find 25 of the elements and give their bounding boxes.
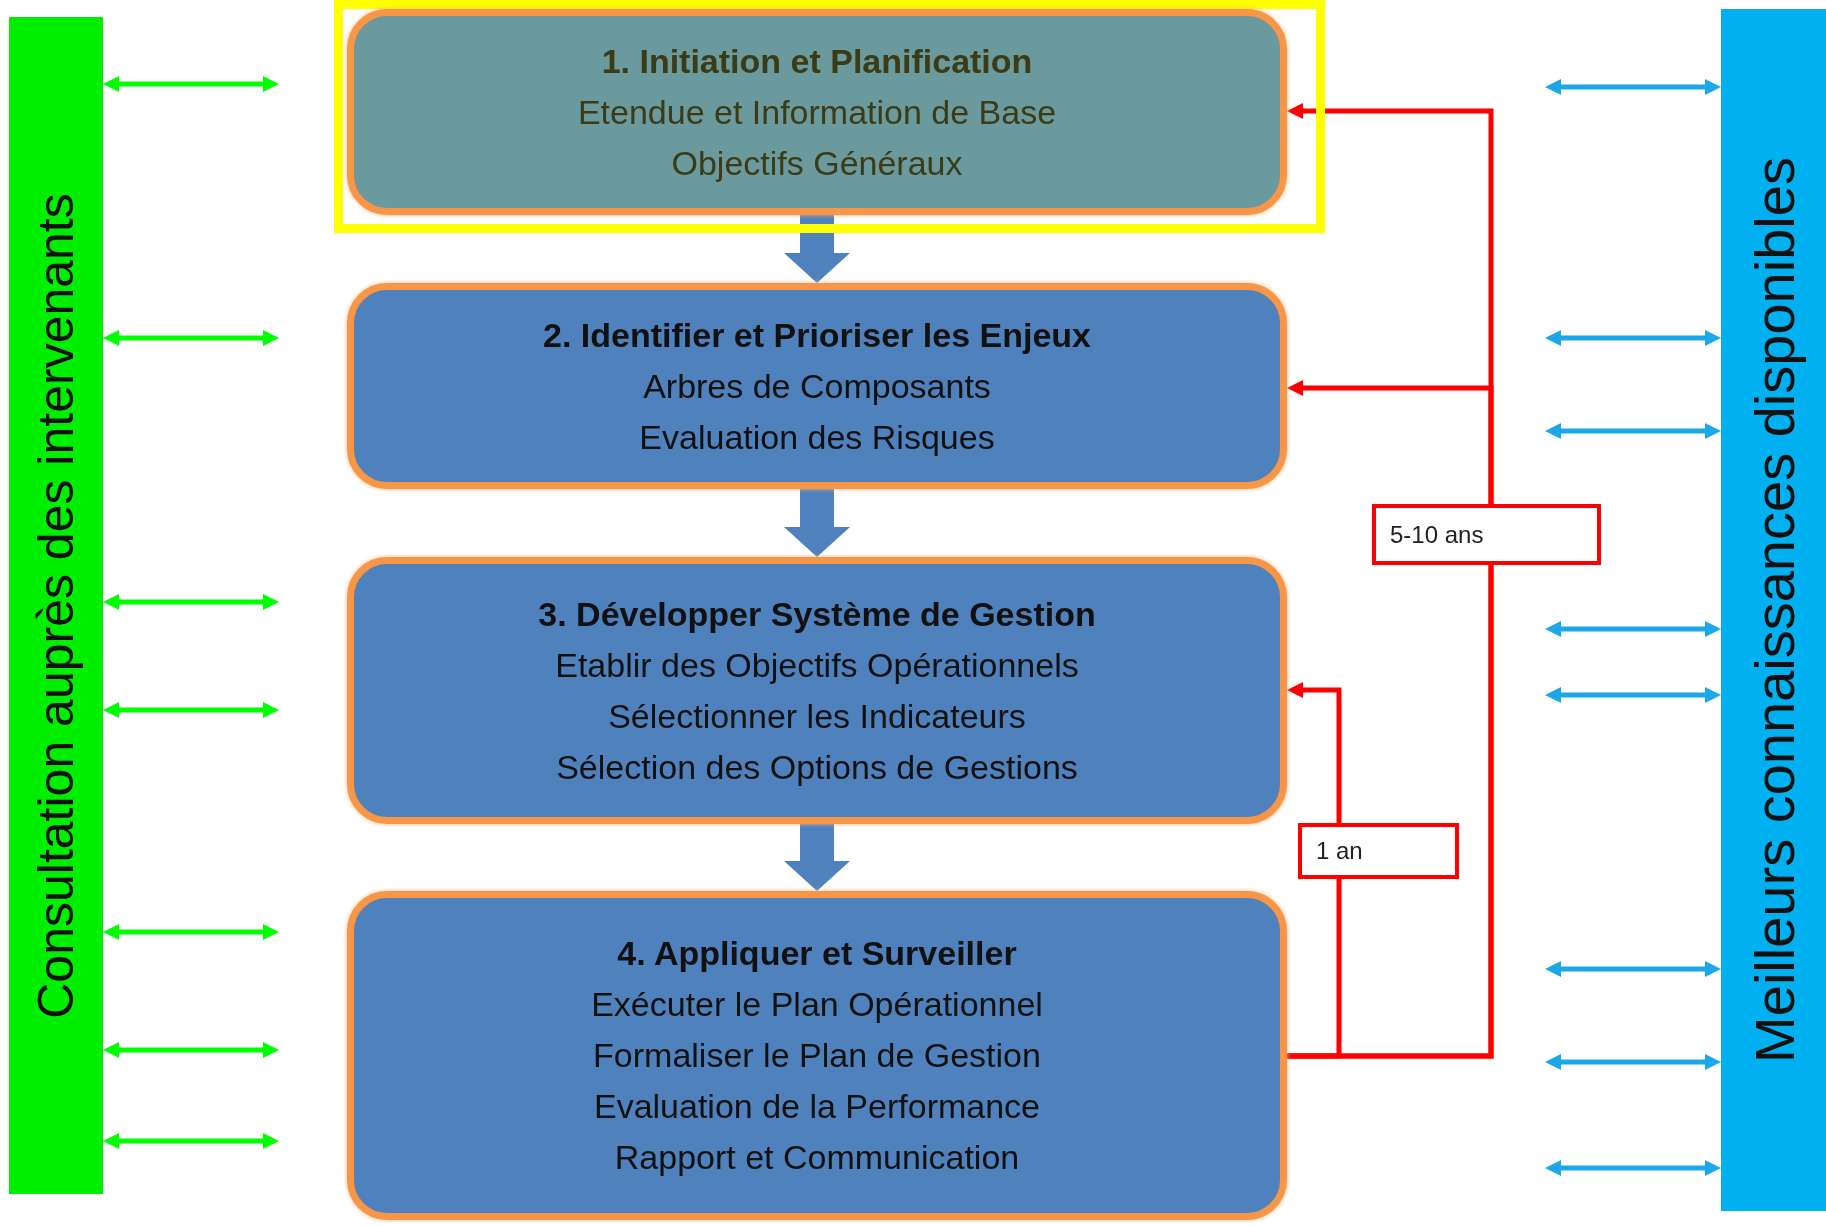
step-item: Arbres de Composants xyxy=(643,365,991,407)
side-band xyxy=(9,17,103,1194)
process-box xyxy=(347,557,1287,824)
step-item: Objectifs Généraux xyxy=(671,142,963,184)
step-item: Formaliser le Plan de Gestion xyxy=(593,1035,1041,1076)
vertical-label: Meilleurs connaissances disponibles xyxy=(1741,157,1806,1063)
side-band xyxy=(1721,9,1826,1211)
step-item: Sélectionner les Indicateurs xyxy=(608,695,1026,737)
edge-label: 5-10 ans xyxy=(1372,504,1601,565)
step-title: 4. Appliquer et Surveiller xyxy=(617,933,1017,974)
step-item: Exécuter le Plan Opérationnel xyxy=(591,984,1043,1025)
edge-label: 1 an xyxy=(1298,823,1459,879)
step-item: Etendue et Information de Base xyxy=(577,91,1057,133)
step-item: Evaluation de la Performance xyxy=(593,1086,1040,1127)
step-title: 1. Initiation et Planification xyxy=(601,40,1033,82)
step-item: Evaluation des Risques xyxy=(639,416,995,458)
process-box xyxy=(347,9,1287,215)
vertical-label: Consultation auprès des intervenants xyxy=(27,192,85,1019)
step-item: Etablir des Objectifs Opérationnels xyxy=(555,644,1079,686)
step-item: Sélection des Options de Gestions xyxy=(556,746,1078,788)
step-title: 2. Identifier et Prioriser les Enjeux xyxy=(543,314,1091,356)
process-box xyxy=(347,283,1287,489)
step-title: 3. Développer Système de Gestion xyxy=(538,593,1096,635)
process-box xyxy=(347,891,1287,1220)
step-item: Rapport et Communication xyxy=(614,1137,1020,1178)
